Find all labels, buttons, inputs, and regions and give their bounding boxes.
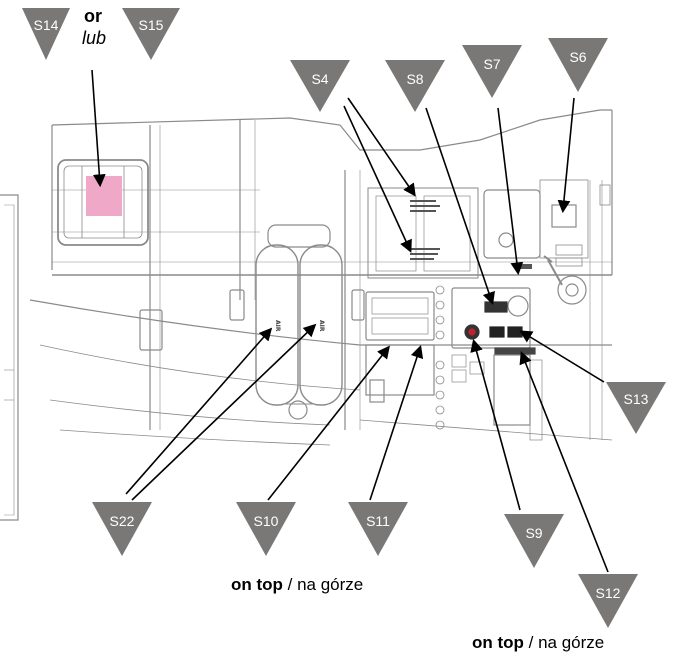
marker-s10: S10 — [236, 502, 296, 556]
marker-s7: S7 — [462, 45, 522, 98]
arrow-s8 — [425, 107, 495, 306]
arrow-s22-a — [125, 327, 273, 495]
arrow-s9 — [470, 338, 521, 511]
cabin-drawing — [0, 109, 613, 521]
svg-text:S4: S4 — [311, 71, 328, 87]
svg-text:S12: S12 — [596, 585, 621, 601]
marker-s11: S11 — [348, 502, 408, 556]
caption-right-bold: on top — [472, 633, 524, 652]
lub-text: lub — [82, 28, 106, 48]
caption-left-bold: on top — [231, 575, 283, 594]
arrow-s13 — [519, 330, 605, 383]
svg-text:S6: S6 — [569, 49, 586, 65]
arrow-s10 — [267, 345, 390, 501]
caption-left-rest: / na górze — [283, 575, 363, 594]
or-text: or — [84, 6, 102, 26]
marker-s6: S6 — [548, 38, 608, 92]
air-label-left: AIR — [274, 320, 281, 332]
arrow-s12 — [519, 351, 609, 573]
caption-left: on top / na górze — [231, 575, 363, 594]
window-placard — [86, 176, 122, 216]
svg-text:S7: S7 — [483, 56, 500, 72]
marker-s4: S4 — [290, 60, 350, 112]
arrow-s4-b — [343, 105, 412, 253]
marker-s14: S14 — [22, 8, 70, 60]
caption-right: on top / na górze — [472, 633, 604, 652]
placard-text-marks — [410, 200, 532, 269]
arrow-s11 — [369, 344, 424, 501]
arrow-s14 — [91, 69, 106, 188]
marker-s13: S13 — [606, 382, 666, 434]
svg-text:S10: S10 — [254, 513, 279, 529]
svg-text:S15: S15 — [139, 17, 164, 33]
marker-s15: S15 — [122, 8, 180, 60]
marker-s22: S22 — [92, 502, 152, 556]
arrow-s6 — [557, 97, 575, 214]
arrow-s22-b — [131, 323, 317, 501]
caption-right-rest: / na górze — [524, 633, 604, 652]
leader-lines — [91, 69, 609, 573]
svg-text:S14: S14 — [34, 17, 59, 33]
svg-text:S13: S13 — [624, 391, 649, 407]
arrow-s7 — [497, 107, 524, 276]
svg-text:S22: S22 — [110, 513, 135, 529]
arrow-s4-a — [347, 97, 416, 197]
marker-s8: S8 — [385, 60, 445, 112]
svg-text:S8: S8 — [406, 71, 423, 87]
marker-s9: S9 — [504, 514, 564, 568]
air-label-right: AIR — [318, 320, 325, 332]
svg-text:S11: S11 — [366, 513, 390, 529]
svg-text:S9: S9 — [525, 525, 542, 541]
marker-s12: S12 — [578, 574, 638, 628]
